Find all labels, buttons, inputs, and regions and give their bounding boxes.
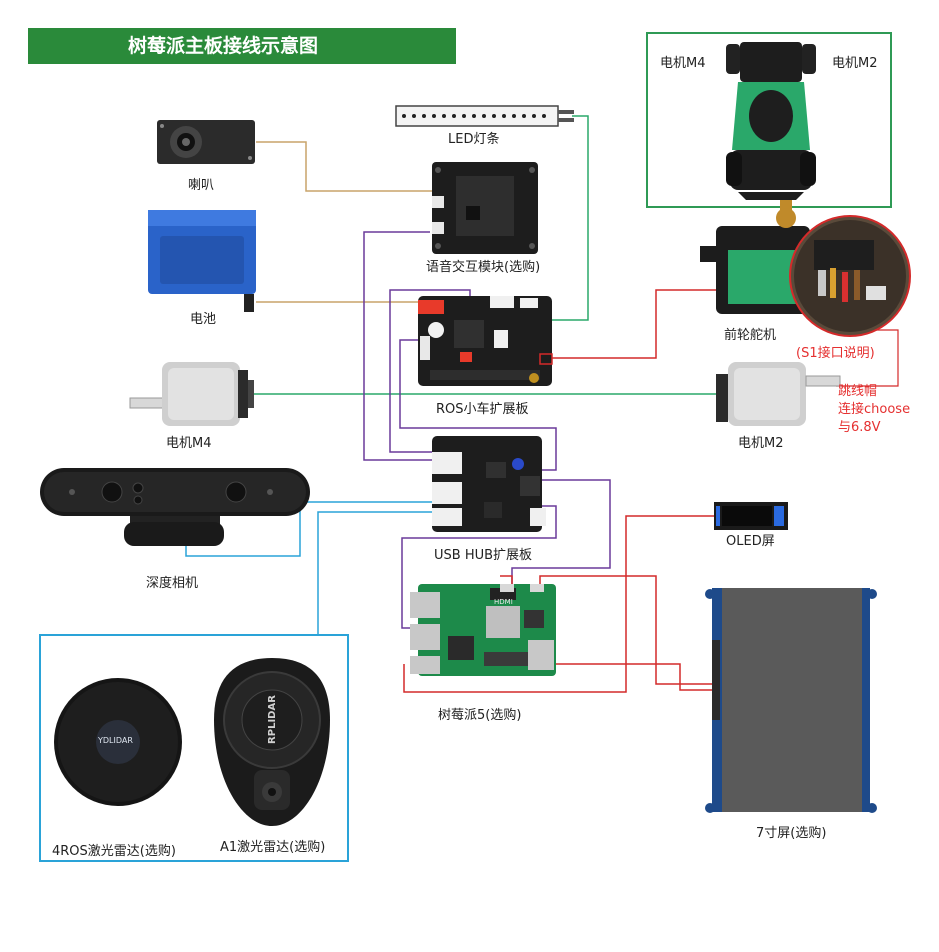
page-title: 树莓派主板接线示意图 [28, 28, 456, 64]
label-voice-module: 语音交互模块(选购) [426, 260, 541, 275]
wire-speaker [256, 141, 432, 192]
wire-camera [185, 501, 432, 557]
car-frame [646, 32, 892, 208]
wire-ros-usb-2 [399, 339, 557, 471]
depth-camera [40, 468, 310, 546]
wire-usb-rpi-2 [511, 479, 611, 584]
s1-closeup [789, 215, 911, 337]
led-strip [395, 105, 574, 127]
wire-voice-usb [363, 231, 432, 461]
ros-board [418, 296, 553, 386]
oled-display [714, 502, 788, 530]
lidar-frame [39, 634, 349, 862]
label-lidar-4ros: 4ROS激光雷达(选购) [52, 844, 176, 859]
wire-screen-a [539, 575, 718, 685]
label-led-strip: LED灯条 [448, 132, 500, 147]
label-motor-m4: 电机M4 [166, 436, 212, 451]
label-raspberry-pi: 树莓派5(选购) [438, 708, 522, 723]
ydlidar-logo: YDLIDAR [98, 736, 133, 745]
label-seven-inch-screen: 7寸屏(选购) [756, 826, 827, 841]
wire-led [545, 115, 589, 321]
wire-usb-rpi [401, 505, 557, 629]
raspberry-pi-board [410, 584, 556, 676]
rpi-hdmi-logo: HDMI [494, 598, 513, 606]
label-s1-note: (S1接口说明) [796, 346, 875, 361]
wire-servo [552, 289, 720, 359]
label-car-m4: 电机M4 [660, 56, 706, 71]
label-usb-hub: USB HUB扩展板 [434, 548, 533, 563]
label-motor-m2: 电机M2 [738, 436, 784, 451]
wire-screen-b [500, 575, 513, 584]
seven-inch-screen [705, 588, 877, 813]
motor-m2 [716, 362, 841, 426]
label-battery: 电池 [190, 312, 217, 327]
label-jumper-2: 连接choose [838, 402, 911, 417]
label-lidar-a1: A1激光雷达(选购) [220, 840, 326, 855]
label-jumper-3: 与6.8V [838, 420, 881, 435]
speaker [157, 120, 255, 164]
lidar-4ros [54, 678, 182, 806]
label-oled: OLED屏 [726, 534, 775, 549]
lidar-a1 [214, 658, 330, 826]
motor-m4 [129, 362, 254, 426]
usb-hub-board [432, 436, 546, 532]
wire-jumper-note [836, 329, 899, 387]
battery [148, 210, 256, 312]
voice-module [432, 162, 538, 254]
car-topview [726, 42, 816, 200]
label-servo: 前轮舵机 [724, 328, 777, 343]
label-depth-camera: 深度相机 [146, 576, 199, 591]
label-ros-board: ROS小车扩展板 [436, 402, 529, 417]
label-jumper-1: 跳线帽 [838, 384, 878, 399]
label-speaker: 喇叭 [188, 178, 215, 193]
rplidar-logo: RPLIDAR [266, 695, 278, 744]
wire-lidar [317, 511, 432, 634]
wire-screen-c [556, 663, 718, 691]
label-car-m2: 电机M2 [832, 56, 878, 71]
wire-ros-usb [389, 289, 471, 453]
wire-oled [403, 515, 714, 693]
